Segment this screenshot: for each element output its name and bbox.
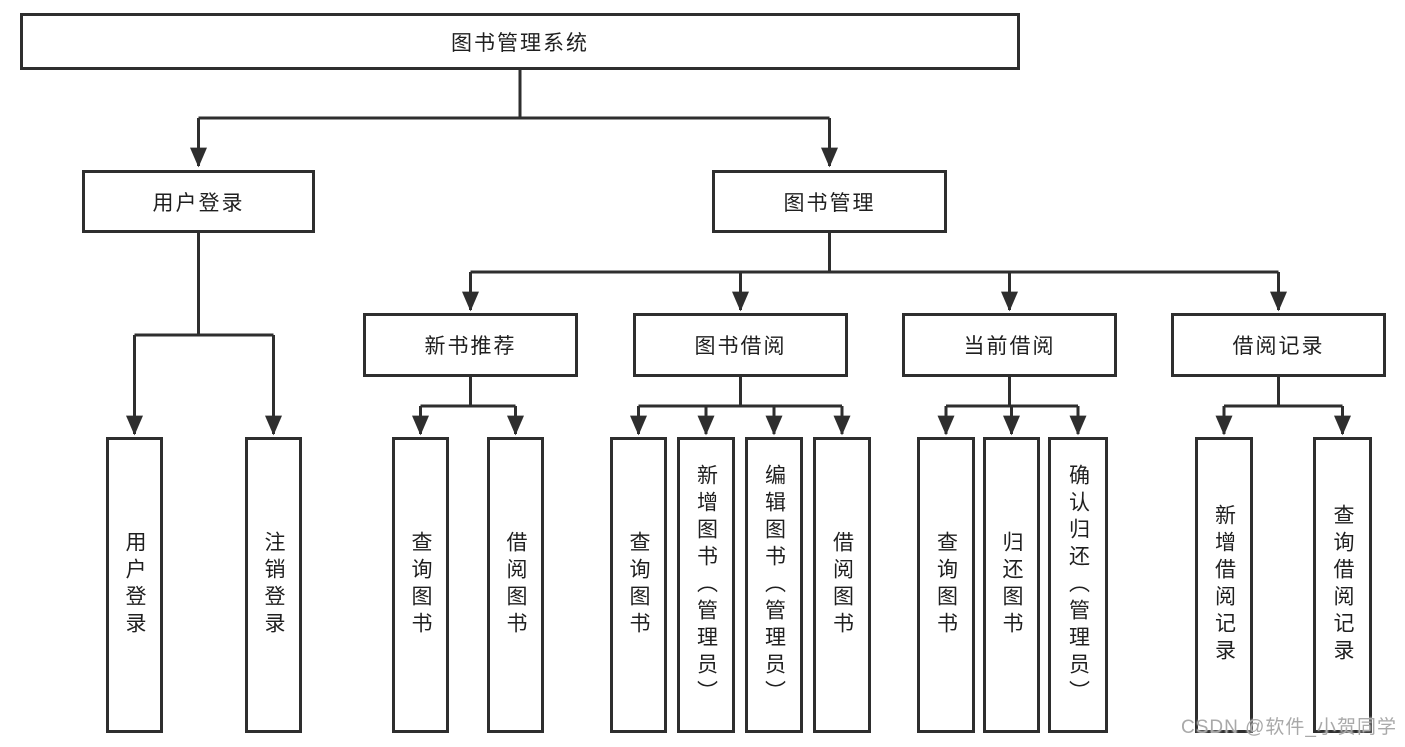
- node-current-borrowing: 当前借阅: [902, 313, 1117, 377]
- leaf-edit-books-admin: 编辑图书（管理员）: [745, 437, 803, 733]
- leaf-borrow-books: 借阅图书: [813, 437, 871, 733]
- node-library-management-system: 图书管理系统: [20, 13, 1020, 70]
- leaf-query-borrow-record: 查询借阅记录: [1313, 437, 1372, 733]
- leaf-user-login: 用户登录: [106, 437, 163, 733]
- leaf-add-borrow-record: 新增借阅记录: [1195, 437, 1253, 733]
- csdn-watermark: CSDN @软件_小贺同学: [1181, 717, 1397, 738]
- leaf-query-books-recommend: 查询图书: [392, 437, 449, 733]
- node-borrowing-records: 借阅记录: [1171, 313, 1386, 377]
- node-user-login: 用户登录: [82, 170, 315, 233]
- leaf-add-books-admin: 新增图书（管理员）: [677, 437, 735, 733]
- node-book-management: 图书管理: [712, 170, 947, 233]
- leaf-confirm-return-admin: 确认归还（管理员）: [1048, 437, 1108, 733]
- leaf-query-books-borrow: 查询图书: [610, 437, 667, 733]
- leaf-borrow-books-recommend: 借阅图书: [487, 437, 544, 733]
- leaf-return-books: 归还图书: [983, 437, 1040, 733]
- node-new-book-recommendation: 新书推荐: [363, 313, 578, 377]
- leaf-logout: 注销登录: [245, 437, 302, 733]
- node-book-borrowing: 图书借阅: [633, 313, 848, 377]
- leaf-query-books-current: 查询图书: [917, 437, 975, 733]
